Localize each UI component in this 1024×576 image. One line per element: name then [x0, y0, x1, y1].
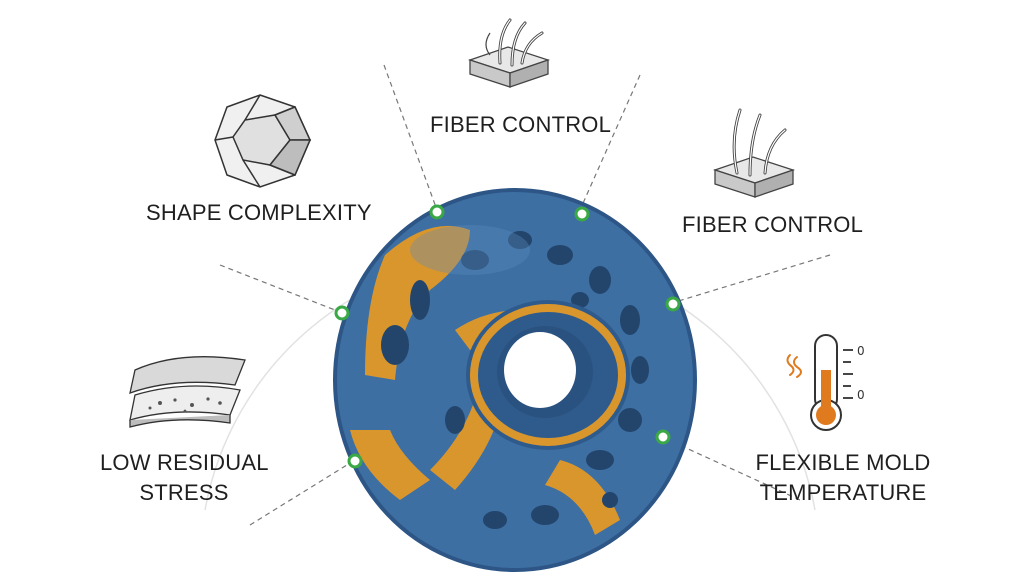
marker-top-right: [574, 206, 590, 222]
connector-fiber-right: [671, 254, 831, 304]
label-text: SHAPE COMPLEXITY: [146, 200, 372, 225]
thermometer-tick-top: 0: [857, 344, 865, 358]
label-fiber-control-right: FIBER CONTROL: [682, 210, 863, 240]
label-text: FIBER CONTROL: [682, 212, 864, 237]
marker-right-lower: [655, 429, 671, 445]
thermometer-tick-bottom: 0: [857, 388, 865, 402]
label-text-line1: LOW RESIDUAL: [100, 450, 269, 475]
marker-right-upper: [665, 296, 681, 312]
connector-shape: [219, 264, 341, 313]
marker-left-lower: [347, 453, 363, 469]
connector-top-right: [579, 74, 641, 211]
label-shape-complexity: SHAPE COMPLEXITY: [146, 198, 372, 228]
polyhedron-icon: [214, 94, 312, 188]
attachment-markers: [334, 204, 681, 469]
layered-sheet-icon: [129, 356, 246, 428]
fiber-block-icon: [712, 108, 796, 198]
fiber-block-icon: [467, 18, 551, 88]
connector-top-left: [383, 64, 438, 211]
thermometer-icon: 0 0: [786, 334, 865, 431]
connector-residual: [249, 459, 356, 526]
fiber-wheel-part: [333, 188, 697, 572]
marker-top-left: [429, 204, 445, 220]
label-text-line1: FLEXIBLE MOLD: [755, 450, 931, 475]
label-low-residual-stress: LOW RESIDUAL STRESS: [100, 448, 268, 508]
label-fiber-control-top: FIBER CONTROL: [430, 110, 611, 140]
label-text-line2: STRESS: [139, 480, 229, 505]
label-text-line2: TEMPERATURE: [759, 480, 927, 505]
label-flexible-mold-temperature: FLEXIBLE MOLD TEMPERATURE: [752, 448, 934, 508]
marker-left-upper: [334, 305, 350, 321]
label-text: FIBER CONTROL: [430, 112, 612, 137]
